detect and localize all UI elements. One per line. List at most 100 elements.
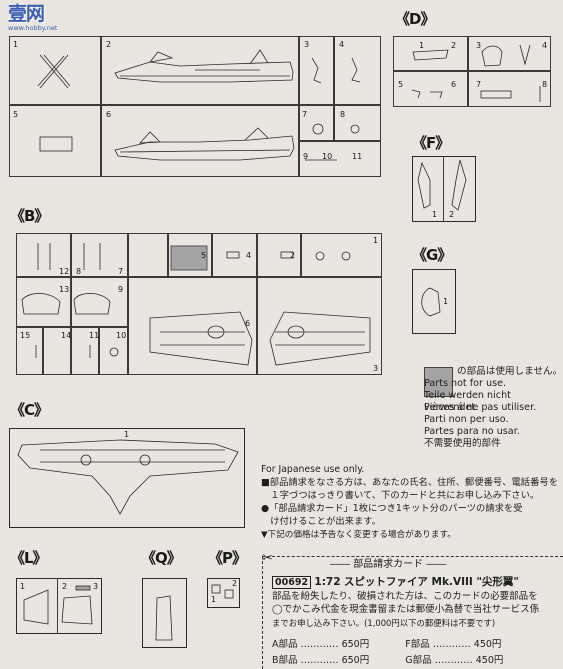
section-label-l: 《L》 bbox=[10, 549, 48, 567]
price-value: 450円 bbox=[473, 639, 502, 650]
b-wing-lower-drawing bbox=[149, 311, 253, 366]
d-part-1-2-drawing bbox=[412, 49, 449, 61]
f-part-2-drawing bbox=[451, 159, 467, 211]
b-cell-10 bbox=[99, 327, 128, 375]
order-info-line: １字づつはっきり書いて、下のカードと共にお申し込み下さい。 bbox=[261, 490, 540, 501]
b-cell-15 bbox=[16, 327, 43, 375]
part-number: 3 bbox=[373, 364, 379, 373]
legend-swatch bbox=[424, 367, 453, 397]
part-number: 1 bbox=[373, 236, 379, 245]
top-cell-7 bbox=[299, 105, 334, 141]
part-number: 2 bbox=[449, 210, 455, 219]
card-scale: 1:72 bbox=[314, 576, 341, 588]
part-number: 8 bbox=[542, 80, 548, 89]
part-5-drawing bbox=[39, 136, 73, 152]
price-part: B部品 bbox=[272, 655, 298, 666]
runner-c-frame bbox=[9, 428, 245, 528]
part-number: 11 bbox=[352, 152, 363, 161]
price-row: A部品 ………… 650円 F部品 ………… 450円 bbox=[272, 639, 502, 650]
part-number: 7 bbox=[118, 267, 124, 276]
b-cell-9 bbox=[71, 277, 128, 327]
top-cell-4 bbox=[334, 36, 381, 105]
price-row: B部品 ………… 650円 G部品 ………… 450円 bbox=[272, 655, 504, 666]
part-number: 1 bbox=[432, 210, 438, 219]
card-text-line: ◯でかこみ代金を現金書留または郵便小為替で当社サービス係 bbox=[272, 604, 540, 615]
d-part-4-drawing bbox=[519, 44, 531, 66]
b-cell-3 bbox=[257, 277, 382, 375]
part-number: 1 bbox=[419, 41, 425, 50]
d-part-6-drawing bbox=[430, 91, 443, 99]
b-cell-6 bbox=[128, 277, 257, 375]
top-cell-6 bbox=[101, 105, 299, 177]
order-info-heading: For Japanese use only. bbox=[261, 464, 365, 475]
part-number: 1 bbox=[124, 430, 130, 439]
section-label-b: 《B》 bbox=[10, 207, 49, 225]
d-part-5-drawing bbox=[411, 89, 421, 99]
l-part-3-unused bbox=[75, 585, 91, 591]
price-value: 450円 bbox=[475, 655, 504, 666]
section-label-q: 《Q》 bbox=[141, 549, 182, 567]
part-number: 2 bbox=[62, 582, 68, 591]
order-info-line: ●「部品請求カード」1枚につき1キット分のパーツの請求を受 bbox=[261, 503, 523, 514]
b-cell-4 bbox=[212, 233, 257, 277]
fuselage-right-drawing bbox=[114, 127, 295, 161]
part-number: 6 bbox=[106, 110, 112, 119]
part-number: 8 bbox=[76, 267, 82, 276]
d-part-7-drawing bbox=[480, 90, 512, 99]
part-number: 9 bbox=[303, 152, 309, 161]
d-part-3-drawing bbox=[481, 45, 503, 67]
part-number: 2 bbox=[451, 41, 457, 50]
top-cell-8 bbox=[334, 105, 381, 141]
c-wing-drawing bbox=[17, 439, 239, 515]
b-cell-11 bbox=[71, 327, 99, 375]
part-number: 1 bbox=[443, 297, 449, 306]
b-cell-empty bbox=[128, 233, 168, 277]
part-number: 11 bbox=[89, 331, 100, 340]
f-cell-divider bbox=[412, 156, 444, 222]
b-wing-upper-drawing bbox=[269, 311, 371, 366]
d-cell-5-6 bbox=[393, 71, 468, 107]
top-cell-5 bbox=[9, 105, 101, 177]
order-info-line: ▼下記の価格は予告なく変更する場合があります。 bbox=[261, 530, 456, 540]
price-part: F部品 bbox=[405, 639, 430, 650]
p-part-1-drawing bbox=[211, 584, 221, 594]
part-number: 12 bbox=[59, 267, 70, 276]
runner-g-frame bbox=[412, 269, 456, 334]
part-number: 5 bbox=[201, 251, 207, 260]
legend-line: Parts not for use. bbox=[424, 378, 507, 389]
runner-p-frame bbox=[207, 578, 240, 608]
legend-line: Teile werden nicht verwendet. bbox=[424, 390, 511, 413]
part-number: 3 bbox=[304, 40, 310, 49]
card-text-line: 部品を紛失したり、破損された方は、このカードの必要部品を bbox=[272, 591, 538, 602]
part-number: 2 bbox=[290, 251, 296, 260]
legend-line: 不需要使用的部件 bbox=[424, 438, 501, 449]
section-label-p: 《P》 bbox=[208, 549, 247, 567]
card-code: 00692 bbox=[272, 576, 312, 589]
order-info-line: ■部品請求をなさる方は、あなたの氏名、住所、郵便番号、電話番号を bbox=[261, 477, 558, 488]
legend-line: Parti non per uso. bbox=[424, 414, 509, 425]
part-number: 4 bbox=[339, 40, 345, 49]
card-title: ―― 部品請求カード ―― bbox=[330, 559, 447, 570]
fuselage-left-drawing bbox=[114, 49, 294, 83]
legend-line: の部品は使用しません。 bbox=[457, 366, 563, 377]
propeller-drawing bbox=[37, 54, 71, 89]
runner-q-frame bbox=[142, 578, 187, 648]
l-part-2-drawing bbox=[61, 595, 93, 625]
b-part-5-unused-swatch bbox=[170, 245, 208, 271]
part-number: 3 bbox=[476, 41, 482, 50]
part-number: 9 bbox=[118, 285, 124, 294]
l-part-1-drawing bbox=[23, 589, 49, 625]
price-value: 650円 bbox=[341, 639, 370, 650]
card-text-line: までお申し込み下さい。(1,000円以下の郵便料は不要です) bbox=[272, 618, 496, 628]
part-7-drawing bbox=[312, 123, 324, 135]
b-cell-7-8 bbox=[71, 233, 128, 277]
part-number: 15 bbox=[20, 331, 31, 340]
part-number: 5 bbox=[398, 80, 404, 89]
part-number: 8 bbox=[340, 110, 346, 119]
price-value: 650円 bbox=[341, 655, 370, 666]
part-number: 14 bbox=[61, 331, 72, 340]
d-cell-7-8 bbox=[468, 71, 551, 107]
part-number: 5 bbox=[13, 110, 19, 119]
card-title-text: 部品請求カード bbox=[353, 559, 424, 570]
